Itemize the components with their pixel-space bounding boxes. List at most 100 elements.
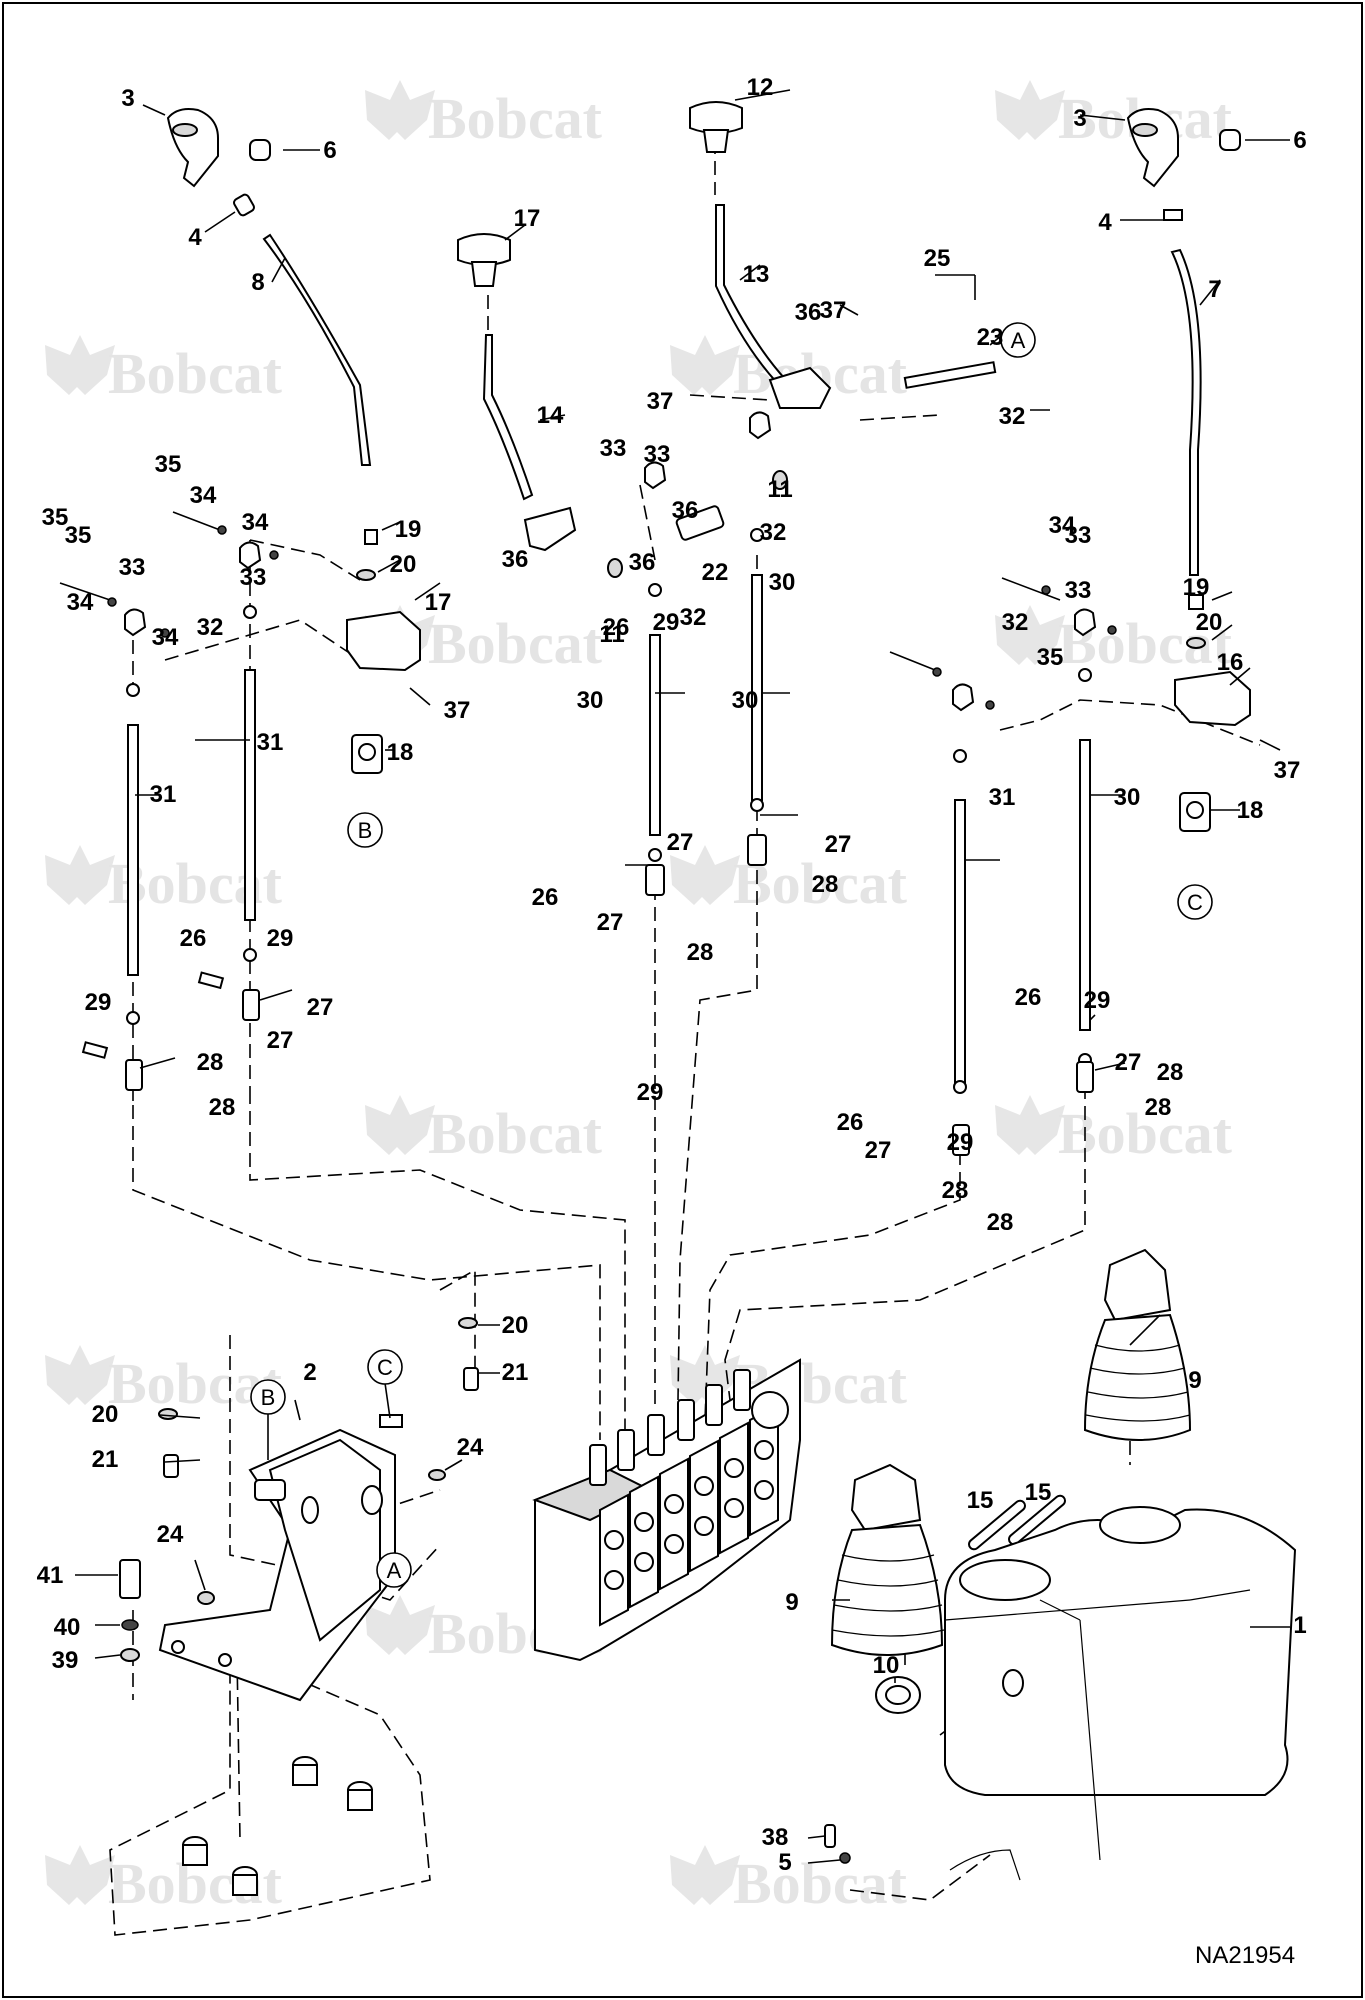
callout-37: 37	[1274, 757, 1301, 784]
callout-26: 26	[532, 884, 559, 911]
callout-28: 28	[687, 939, 714, 966]
callout-26: 26	[837, 1109, 864, 1136]
callout-36: 36	[795, 299, 822, 326]
callout-6: 6	[323, 137, 336, 164]
callout-19: 19	[395, 516, 422, 543]
callout-41: 41	[37, 1562, 64, 1589]
watermark-text: Bobcat	[108, 341, 283, 406]
lever-14	[482, 334, 534, 501]
callout-38: 38	[762, 1824, 789, 1851]
callout-27: 27	[267, 1027, 294, 1054]
callout-28: 28	[812, 871, 839, 898]
bolt-41	[119, 1559, 141, 1599]
callout-27: 27	[667, 829, 694, 856]
callout-29: 29	[653, 609, 680, 636]
nut-19-left	[364, 529, 378, 545]
ref-circle-C: C	[367, 1349, 403, 1385]
rod-31-left-b	[244, 669, 256, 921]
callout-2: 2	[303, 1359, 316, 1386]
callout-36: 36	[629, 549, 656, 576]
callout-22: 22	[702, 559, 729, 586]
ref-letter: A	[1011, 328, 1026, 353]
callout-36: 36	[672, 497, 699, 524]
callout-19: 19	[1183, 574, 1210, 601]
callout-11: 11	[599, 621, 624, 648]
callout-14: 14	[537, 402, 564, 429]
callout-29: 29	[85, 989, 112, 1016]
right-joystick-handle	[1126, 108, 1179, 188]
spacer-22	[675, 505, 725, 541]
callout-31: 31	[150, 781, 177, 808]
callout-27: 27	[307, 994, 334, 1021]
callout-34: 34	[152, 624, 179, 651]
washer-20-left	[356, 569, 376, 581]
callout-32: 32	[680, 604, 707, 631]
callout-33: 33	[1065, 577, 1092, 604]
callout-27: 27	[1115, 1049, 1142, 1076]
callout-26: 26	[603, 614, 630, 641]
callout-18: 18	[387, 739, 414, 766]
callout-35: 35	[155, 451, 182, 478]
ref-letter: C	[377, 1355, 393, 1380]
bolt-2-head	[379, 1414, 403, 1428]
callout-4: 4	[188, 224, 202, 251]
ref-circle-B: B	[347, 812, 383, 848]
lever-14-clevis	[523, 506, 577, 552]
callout-30: 30	[769, 569, 796, 596]
callout-24: 24	[457, 1434, 484, 1461]
callout-29: 29	[267, 925, 294, 952]
callout-33: 33	[644, 441, 671, 468]
lever-13-clevis	[768, 366, 832, 409]
callout-9: 9	[1188, 1367, 1201, 1394]
rod-30-left	[649, 634, 661, 836]
left-handle-nut	[249, 139, 271, 161]
watermark-7: Bobcat	[670, 845, 908, 916]
watermark-1: Bobcat	[995, 80, 1233, 151]
callout-6: 6	[1293, 127, 1306, 154]
callout-13: 13	[743, 261, 770, 288]
callout-36: 36	[502, 546, 529, 573]
callout-33: 33	[600, 435, 627, 462]
boot-9-left	[830, 1463, 945, 1656]
callout-12: 12	[747, 74, 774, 101]
callout-11: 11	[767, 476, 792, 503]
rod-31-right-a	[954, 799, 966, 1086]
callout-8: 8	[251, 269, 264, 296]
callout-15: 15	[1025, 1479, 1052, 1506]
callout-32: 32	[999, 403, 1026, 430]
mount-bracket	[158, 1414, 403, 1702]
callout-21: 21	[502, 1359, 529, 1386]
right-lever-rod	[1170, 248, 1202, 576]
right-lever-base	[1174, 594, 1251, 832]
boot-9-right	[1083, 1248, 1192, 1441]
callout-1: 1	[1293, 1612, 1306, 1639]
callout-35: 35	[65, 522, 92, 549]
control-valve	[532, 1358, 801, 1662]
watermark-text: Bobcat	[428, 86, 603, 151]
center-rods	[607, 411, 788, 896]
shaft-23	[903, 361, 997, 389]
ref-letter: A	[387, 1558, 402, 1583]
left-lever-rod	[262, 233, 372, 466]
callout-9: 9	[785, 1589, 798, 1616]
watermark-9: Bobcat	[995, 1095, 1233, 1166]
callout-20: 20	[92, 1401, 119, 1428]
watermark-text: Bobcat	[733, 1851, 908, 1916]
callout-20: 20	[390, 551, 417, 578]
callout-3: 3	[121, 85, 134, 112]
callout-33: 33	[1065, 522, 1092, 549]
watermark-text: Bobcat	[428, 1101, 603, 1166]
watermark-0: Bobcat	[365, 80, 603, 151]
callout-10: 10	[873, 1652, 900, 1679]
callout-37: 37	[647, 388, 674, 415]
callout-3: 3	[1073, 105, 1086, 132]
callout-24: 24	[157, 1521, 184, 1548]
callout-29: 29	[1084, 987, 1111, 1014]
callout-35: 35	[1037, 644, 1064, 671]
callout-31: 31	[257, 729, 284, 756]
ref-letter: B	[358, 818, 373, 843]
callout-28: 28	[209, 1094, 236, 1121]
callout-30: 30	[1114, 784, 1141, 811]
callout-34: 34	[242, 509, 269, 536]
callout-34: 34	[190, 482, 217, 509]
